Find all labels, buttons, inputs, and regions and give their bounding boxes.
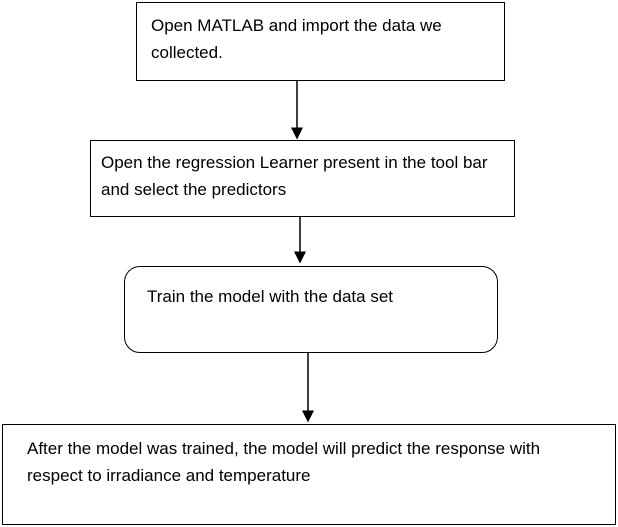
step-2-box: Open the regression Learner present in t… [90, 140, 515, 217]
step-1-box: Open MATLAB and import the data we colle… [136, 2, 505, 81]
step-4-box: After the model was trained, the model w… [2, 424, 616, 525]
step-3-box: Train the model with the data set [124, 266, 498, 353]
